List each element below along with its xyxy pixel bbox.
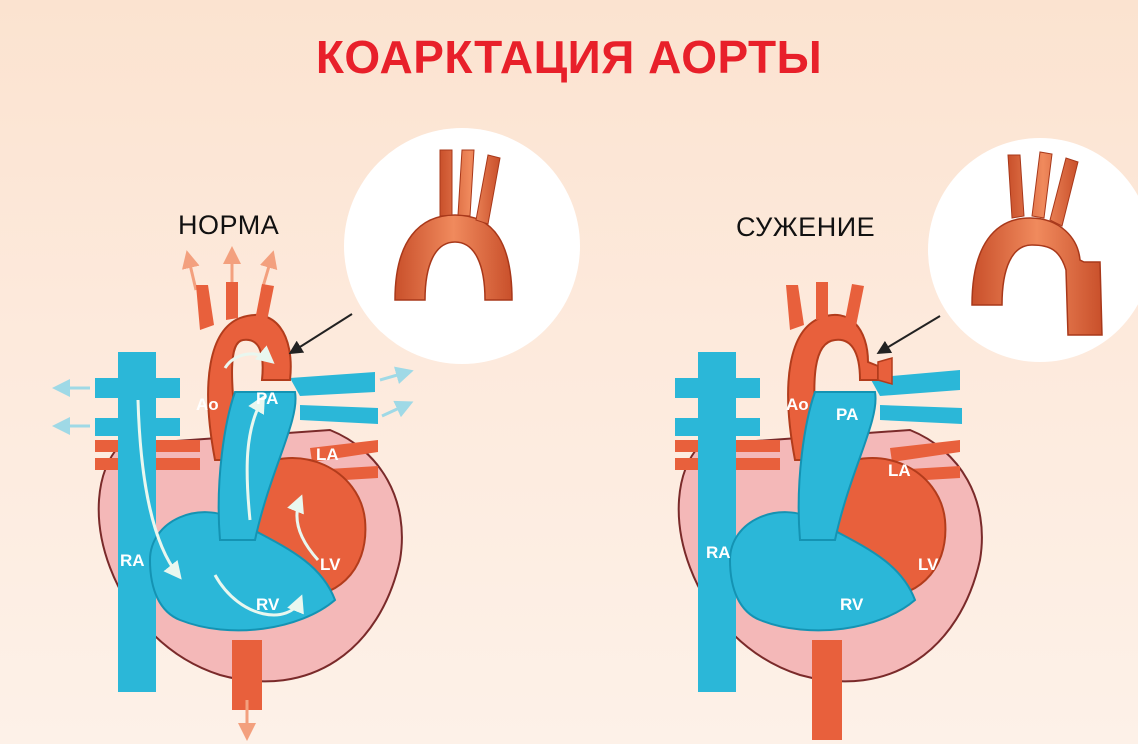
magnifier-circle [928,138,1138,362]
vena-cava [698,352,736,692]
normal-heart: Ao PA LA LV RA RV [58,128,580,735]
pointer-arrow [292,314,352,352]
coarctation-segment [878,358,892,384]
narrowing-heart: Ao PA LA LV RA RV [675,138,1138,740]
label-lv: LV [918,555,939,574]
label-ra: RA [120,551,145,570]
descending-aorta [812,640,842,740]
label-pa: PA [256,389,278,408]
label-rv: RV [256,595,280,614]
label-ao: Ao [786,395,809,414]
label-pa: PA [836,405,858,424]
pointer-arrow [880,316,940,352]
label-ra: RA [706,543,731,562]
label-la: LA [888,461,911,480]
pulmonary-artery-branches [290,372,378,424]
label-rv: RV [840,595,864,614]
outflow-arrow [380,372,408,380]
label-la: LA [316,445,339,464]
outflow-arrow [382,404,408,416]
label-lv: LV [320,555,341,574]
outflow-arrow [188,256,196,290]
descending-aorta [232,640,262,710]
label-ao: Ao [196,395,219,414]
